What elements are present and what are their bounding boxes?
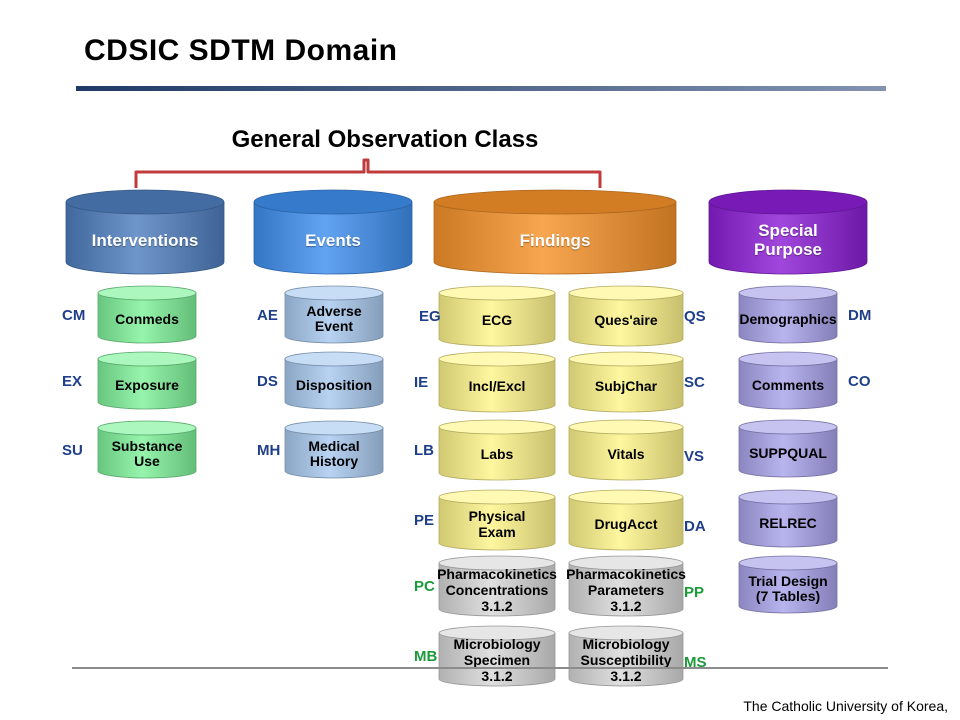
domain-lb-label: Labs	[480, 446, 514, 463]
code-vs: VS	[684, 448, 705, 465]
domain-suppqual-label: SUPPQUAL	[749, 444, 827, 461]
domain-lb: Labs	[438, 419, 556, 481]
code-pp: PP	[684, 584, 705, 601]
domain-ds: Disposition	[284, 351, 384, 410]
domain-ae: Adverse Event	[284, 285, 384, 344]
domain-ex-label: Exposure	[115, 376, 179, 393]
domain-su-label: Substance Use	[111, 437, 183, 470]
findings-cylinder-label: Findings	[519, 230, 591, 250]
special-purpose-cylinder: Special Purpose	[708, 189, 868, 275]
domain-relrec-label: RELREC	[759, 514, 817, 531]
code-ex: EX	[62, 373, 83, 390]
domain-dm: Demographics	[738, 285, 838, 344]
code-pc: PC	[414, 578, 435, 595]
code-da: DA	[684, 518, 706, 535]
domain-pp-label: Pharmacokinetics Parameters 3.1.2	[566, 566, 686, 614]
domain-ms: Microbiology Susceptibility 3.1.2	[568, 625, 684, 687]
domain-suppqual: SUPPQUAL	[738, 419, 838, 478]
domain-pc-label: Pharmacokinetics Concentrations 3.1.2	[437, 566, 557, 614]
footer-institution: The Catholic University of Korea,	[743, 698, 948, 714]
code-ms: MS	[684, 654, 707, 671]
domain-pp: Pharmacokinetics Parameters 3.1.2	[566, 555, 686, 617]
domain-mh-label: Medical History	[308, 437, 360, 470]
domain-vs-label: Vitals	[607, 446, 645, 463]
special-purpose-cylinder-label: Special Purpose	[753, 221, 823, 260]
code-qs: QS	[684, 308, 706, 325]
domain-pc: Pharmacokinetics Concentrations 3.1.2	[437, 555, 557, 617]
interventions-cylinder: Interventions	[65, 189, 225, 275]
general-observation-class-heading: General Observation Class	[231, 126, 539, 153]
domain-qs-label: Ques'aire	[594, 312, 658, 329]
code-cm: CM	[62, 307, 86, 324]
code-ds: DS	[257, 373, 278, 390]
domain-ie-label: Incl/Excl	[468, 378, 526, 395]
domain-qs: Ques'aire	[568, 285, 684, 347]
domain-co: Comments	[738, 351, 838, 410]
domain-sc: SubjChar	[568, 351, 684, 413]
code-ae: AE	[257, 307, 278, 324]
domain-ds-label: Disposition	[295, 376, 373, 393]
code-co: CO	[848, 373, 871, 390]
domain-eg-label: ECG	[481, 312, 513, 329]
events-cylinder-label: Events	[305, 230, 361, 250]
code-lb: LB	[414, 442, 434, 459]
code-su: SU	[62, 442, 83, 459]
code-mh: MH	[257, 442, 281, 459]
findings-cylinder: Findings	[433, 189, 677, 275]
domain-cm: Conmeds	[97, 285, 197, 344]
domain-su: Substance Use	[97, 420, 197, 479]
code-eg: EG	[419, 308, 441, 325]
code-sc: SC	[684, 374, 705, 391]
domain-ie: Incl/Excl	[438, 351, 556, 413]
domain-pe: Physical Exam	[438, 489, 556, 551]
domain-mh: Medical History	[284, 420, 384, 479]
domain-ex: Exposure	[97, 351, 197, 410]
domain-cm-label: Conmeds	[115, 310, 179, 327]
domain-trial-design-tables: Trial Design (7 Tables)	[738, 555, 838, 614]
domain-vs: Vitals	[568, 419, 684, 481]
domain-trial-design-tables-label: Trial Design (7 Tables)	[748, 572, 828, 605]
domain-sc-label: SubjChar	[594, 378, 658, 395]
domain-co-label: Comments	[751, 376, 825, 393]
code-mb: MB	[414, 648, 438, 665]
code-dm: DM	[848, 307, 872, 324]
code-pe: PE	[414, 512, 435, 529]
code-ie: IE	[414, 374, 429, 391]
domain-dm-label: Demographics	[739, 310, 837, 327]
interventions-cylinder-label: Interventions	[91, 230, 199, 250]
domain-da: DrugAcct	[568, 489, 684, 551]
domain-relrec: RELREC	[738, 489, 838, 548]
title-underline	[76, 86, 886, 91]
domain-mb-label: Microbiology Specimen 3.1.2	[453, 636, 541, 684]
domain-ms-label: Microbiology Susceptibility 3.1.2	[580, 636, 672, 684]
domain-eg: ECG	[438, 285, 556, 347]
events-cylinder: Events	[253, 189, 413, 275]
domain-mb: Microbiology Specimen 3.1.2	[438, 625, 556, 687]
domain-ae-label: Adverse Event	[306, 302, 362, 335]
domain-da-label: DrugAcct	[594, 516, 658, 533]
bottom-divider	[72, 667, 888, 669]
slide-title: CDSIC SDTM Domain	[84, 34, 398, 67]
domain-pe-label: Physical Exam	[468, 508, 526, 540]
